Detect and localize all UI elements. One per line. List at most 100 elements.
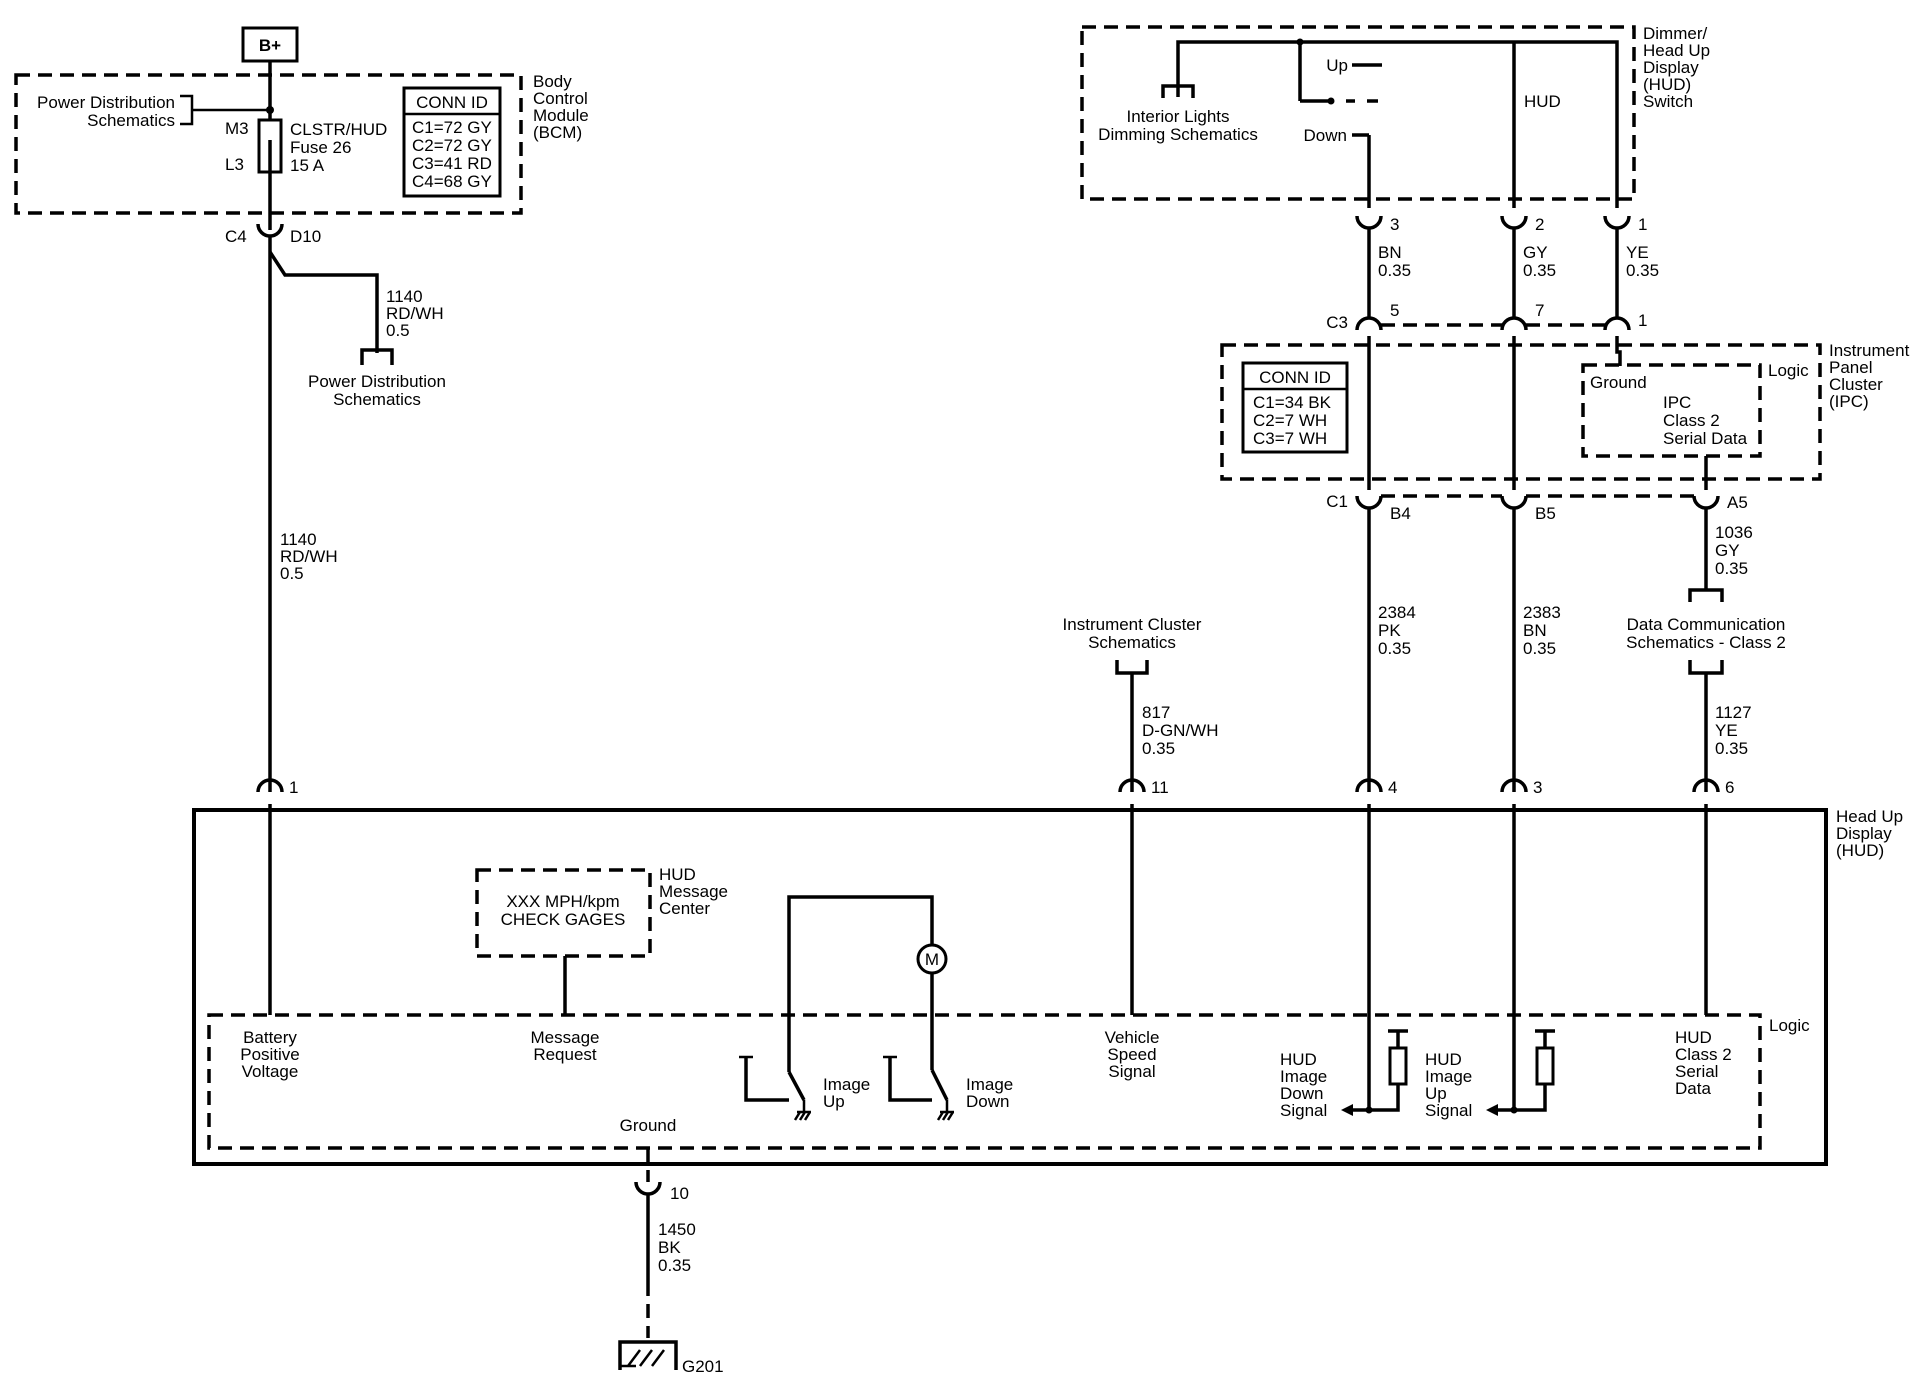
svg-text:Image: Image <box>966 1075 1013 1094</box>
splice-dot <box>266 106 274 114</box>
image-up-ground-icon <box>793 1100 812 1121</box>
svg-text:Class 2: Class 2 <box>1675 1045 1732 1064</box>
hud-logic-label: Logic <box>1769 1016 1810 1035</box>
svg-text:1: 1 <box>1638 311 1647 330</box>
svg-text:7: 7 <box>1535 301 1544 320</box>
svg-text:Message: Message <box>531 1028 600 1047</box>
ipc-conn-title: CONN ID <box>1259 368 1331 387</box>
switch-name: Dimmer/ Head Up Display (HUD) Switch <box>1643 24 1710 111</box>
ipc-serial-label: IPC Class 2 Serial Data <box>1663 393 1748 448</box>
svg-text:HUD: HUD <box>1675 1028 1712 1047</box>
ground-wire-label: 1450 BK 0.35 <box>658 1220 696 1275</box>
fuse-label: CLSTR/HUD Fuse 26 15 A <box>290 120 387 175</box>
svg-text:Center: Center <box>659 899 710 918</box>
svg-text:2: 2 <box>1535 215 1544 234</box>
svg-text:Schematics - Class 2: Schematics - Class 2 <box>1626 633 1786 652</box>
svg-text:C3=41 RD: C3=41 RD <box>412 154 492 173</box>
wire-817-label: 817 D-GN/WH 0.35 <box>1142 703 1218 758</box>
svg-text:Cluster: Cluster <box>1829 375 1883 394</box>
svg-text:Image: Image <box>1425 1067 1472 1086</box>
svg-text:0.35: 0.35 <box>1378 639 1411 658</box>
svg-text:Image: Image <box>1280 1067 1327 1086</box>
svg-text:Module: Module <box>533 106 589 125</box>
svg-text:BN: BN <box>1378 243 1402 262</box>
switch-pin-1 <box>1603 215 1631 230</box>
pullup-resistor-up <box>1535 1046 1555 1086</box>
image-up-arrow <box>1486 1104 1498 1116</box>
ipc-c1-label: C1 <box>1326 492 1348 511</box>
svg-text:Fuse 26: Fuse 26 <box>290 138 351 157</box>
svg-text:BK: BK <box>658 1238 681 1257</box>
svg-text:Schematics: Schematics <box>87 111 175 130</box>
svg-text:Head Up: Head Up <box>1836 807 1903 826</box>
bcm-power-ref: Power Distribution Schematics <box>37 93 175 130</box>
switch-wire-bn: BN 0.35 <box>1378 243 1411 280</box>
svg-text:Control: Control <box>533 89 588 108</box>
ipc-c1-pin-a5 <box>1692 495 1720 510</box>
svg-text:HUD: HUD <box>1280 1050 1317 1069</box>
bcm-conn-title: CONN ID <box>416 93 488 112</box>
svg-text:B4: B4 <box>1390 504 1411 523</box>
svg-text:Power Distribution: Power Distribution <box>37 93 175 112</box>
power-ref-connector <box>360 348 394 365</box>
svg-text:2384: 2384 <box>1378 603 1416 622</box>
datacomm-ref: Data Communication Schematics - Class 2 <box>1626 615 1786 652</box>
svg-text:Instrument: Instrument <box>1829 341 1910 360</box>
switch-pin-2 <box>1500 215 1528 230</box>
svg-text:0.35: 0.35 <box>1378 261 1411 280</box>
svg-text:C3=7 WH: C3=7 WH <box>1253 429 1327 448</box>
svg-text:Up: Up <box>823 1092 845 1111</box>
svg-text:Power Distribution: Power Distribution <box>308 372 446 391</box>
svg-text:Dimmer/: Dimmer/ <box>1643 24 1707 43</box>
hud-name: Head Up Display (HUD) <box>1836 807 1903 860</box>
svg-text:10: 10 <box>670 1184 689 1203</box>
cluster-connector <box>1115 660 1149 675</box>
svg-text:0.35: 0.35 <box>658 1256 691 1275</box>
pullup-resistor-down <box>1388 1046 1408 1086</box>
image-up-label: Image Up <box>823 1075 870 1111</box>
svg-text:0.35: 0.35 <box>1715 739 1748 758</box>
svg-text:1036: 1036 <box>1715 523 1753 542</box>
svg-text:XXX MPH/kpm: XXX MPH/kpm <box>506 892 619 911</box>
svg-text:Voltage: Voltage <box>242 1062 299 1081</box>
message-center-label: HUD Message Center <box>659 865 728 918</box>
ipc-conn-list: C1=34 BK C2=7 WH C3=7 WH <box>1253 393 1332 448</box>
battery-voltage-label: Battery Positive Voltage <box>240 1028 300 1081</box>
svg-text:Battery: Battery <box>243 1028 297 1047</box>
image-down-switch <box>888 1057 949 1102</box>
svg-text:YE: YE <box>1715 721 1738 740</box>
branch-power-ref: Power Distribution Schematics <box>308 372 446 409</box>
svg-text:0.35: 0.35 <box>1142 739 1175 758</box>
svg-text:C4=68 GY: C4=68 GY <box>412 172 492 191</box>
svg-text:GY: GY <box>1523 243 1548 262</box>
svg-text:HUD: HUD <box>659 865 696 884</box>
hud-ground-pin <box>634 1181 662 1196</box>
svg-text:(HUD): (HUD) <box>1643 75 1691 94</box>
svg-text:Schematics: Schematics <box>333 390 421 409</box>
svg-text:Class 2: Class 2 <box>1663 411 1720 430</box>
ipc-logic-outline <box>1581 363 1762 458</box>
svg-text:Speed: Speed <box>1107 1045 1156 1064</box>
dimmer-switch-outline <box>1080 25 1636 201</box>
datacomm-connector-top <box>1688 588 1724 602</box>
image-down-arrow <box>1341 1104 1353 1116</box>
svg-text:C2=7 WH: C2=7 WH <box>1253 411 1327 430</box>
supply-label: B+ <box>259 36 281 55</box>
svg-text:C1=72 GY: C1=72 GY <box>412 118 492 137</box>
svg-text:3: 3 <box>1533 778 1542 797</box>
hud-logic-outline <box>207 1013 1762 1150</box>
svg-text:D-GN/WH: D-GN/WH <box>1142 721 1218 740</box>
svg-text:CHECK GAGES: CHECK GAGES <box>501 910 626 929</box>
bcm-out-connector: C4 <box>225 227 247 246</box>
hud-serial-label: HUD Class 2 Serial Data <box>1675 1028 1732 1098</box>
svg-text:1140: 1140 <box>280 530 317 549</box>
ipc-c3-pin-1 <box>1603 316 1631 331</box>
svg-text:3: 3 <box>1390 215 1399 234</box>
hud-pin-1 <box>256 778 284 793</box>
svg-text:Instrument Cluster: Instrument Cluster <box>1063 615 1202 634</box>
svg-text:0.35: 0.35 <box>1523 261 1556 280</box>
svg-text:C2=72 GY: C2=72 GY <box>412 136 492 155</box>
svg-text:(BCM): (BCM) <box>533 123 582 142</box>
svg-text:15 A: 15 A <box>290 156 325 175</box>
